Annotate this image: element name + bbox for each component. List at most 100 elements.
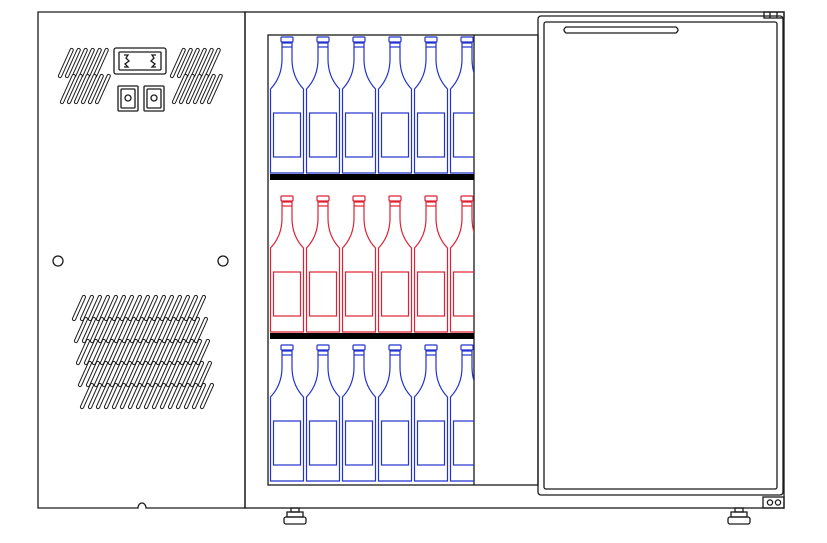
grille-vent-slot (132, 339, 145, 365)
grille-vent-slot (79, 48, 94, 78)
bottle-icon (413, 344, 449, 482)
bottle-icon (341, 195, 377, 333)
shelves (270, 174, 474, 339)
grille-vent-slot (120, 383, 133, 409)
grille-vent-slot (172, 339, 185, 365)
bottle-icon (377, 36, 413, 174)
grille-vent-slot (170, 48, 185, 78)
solid-door (537, 11, 785, 509)
bottle-icon (449, 344, 474, 482)
grille-vent-slot (112, 295, 125, 321)
grille-vent-slot (192, 295, 205, 321)
grille-vent-slot (174, 361, 187, 387)
grille-vent-slot (142, 361, 155, 387)
grille-vent-slot (65, 48, 80, 78)
grille-vent-slot (72, 48, 87, 78)
grille-vent-slot (198, 48, 213, 78)
adjustable-foot-icon (727, 507, 751, 525)
bottle-icon (449, 195, 474, 333)
grille-vent-slot (186, 74, 201, 104)
grille-vent-slot (196, 339, 209, 365)
grille-vent-slot (144, 295, 157, 321)
grille-vent-slot (191, 48, 206, 78)
grille-vent-slot (177, 48, 192, 78)
grille-vent-slot (184, 295, 197, 321)
grille-vent-slot (193, 74, 208, 104)
bottle-icon (377, 195, 413, 333)
grille-vent-slot (93, 48, 108, 78)
grille-vent-slot (200, 383, 213, 409)
grille-vent-slot (102, 361, 115, 387)
bottle-zone (269, 36, 474, 482)
grille-vent-slot (84, 339, 97, 365)
grille-vent-slot (179, 74, 194, 104)
grille-vent-slot (72, 295, 85, 321)
grille-vent-slot (152, 383, 165, 409)
bottle-icon (269, 344, 305, 482)
grille-vent-slot (78, 361, 91, 387)
mounting-screw-icon (52, 255, 64, 267)
grille-vent-slot (170, 317, 183, 343)
grille-vent-slot (114, 317, 127, 343)
grille-vent-slot (134, 361, 147, 387)
grille-vent-slot (128, 295, 141, 321)
grille-vent-slot (126, 361, 139, 387)
grille-vent-slot (76, 339, 89, 365)
grille-vent-slot (118, 361, 131, 387)
grille-vent-slot (98, 317, 111, 343)
grille-vent-slot (82, 317, 95, 343)
grille-vent-slot (67, 74, 82, 104)
grille-vent-slot (112, 383, 125, 409)
control-knob-icon (143, 85, 165, 112)
grille-vent-slot (104, 295, 117, 321)
grille-vent-slot (100, 339, 113, 365)
shelf-icon (270, 333, 474, 339)
grille-vent-slot (116, 339, 129, 365)
grille-vent-slot (96, 295, 109, 321)
grille-vent-slot (140, 339, 153, 365)
grille-vent-slot (88, 74, 103, 104)
grille-vent-slot (108, 339, 121, 365)
grille-vent-slot (146, 317, 159, 343)
grille-vent-slot (104, 383, 117, 409)
grille-vent-slot (120, 295, 133, 321)
lower-vent (71, 294, 214, 410)
grille-vent-slot (172, 74, 187, 104)
grille-vent-slot (138, 317, 151, 343)
grille-vent-slot (160, 383, 173, 409)
grille-vent-slot (86, 361, 99, 387)
grille-vent-slot (90, 317, 103, 343)
bottle-icon (377, 344, 413, 482)
bottle-icon (341, 344, 377, 482)
solid-door-outer (537, 15, 784, 496)
cabinet (244, 11, 785, 509)
grille-vent-slot (205, 48, 220, 78)
grille-vent-slot (176, 383, 189, 409)
grille-vent-slot (198, 361, 211, 387)
grille-vent-slot (136, 295, 149, 321)
grille-vent-slot (166, 361, 179, 387)
grille-vent-slot (74, 74, 89, 104)
grille-vent-slot (88, 295, 101, 321)
grille-vent-slot (58, 48, 73, 78)
bottle-icon (413, 36, 449, 174)
grille-vent-slot (74, 317, 87, 343)
grille-vent-slot (168, 383, 181, 409)
grille-vent-slot (192, 383, 205, 409)
grille-vent-slot (95, 74, 110, 104)
bottle-icon (305, 344, 341, 482)
grille-vent-slot (184, 383, 197, 409)
grille-vent-slot (207, 74, 222, 104)
grille-vent-slot (180, 339, 193, 365)
bottle-icon (269, 36, 305, 174)
grille-vent-slot (130, 317, 143, 343)
grille-vent-slot (96, 383, 109, 409)
grille-vent-slot (128, 383, 141, 409)
shelf-icon (270, 174, 474, 180)
hinge-icon (762, 496, 785, 509)
grille-vent-slot (150, 361, 163, 387)
compressor-panel (37, 11, 246, 509)
grille-vent-slot (186, 317, 199, 343)
door-handle-icon (563, 26, 679, 34)
